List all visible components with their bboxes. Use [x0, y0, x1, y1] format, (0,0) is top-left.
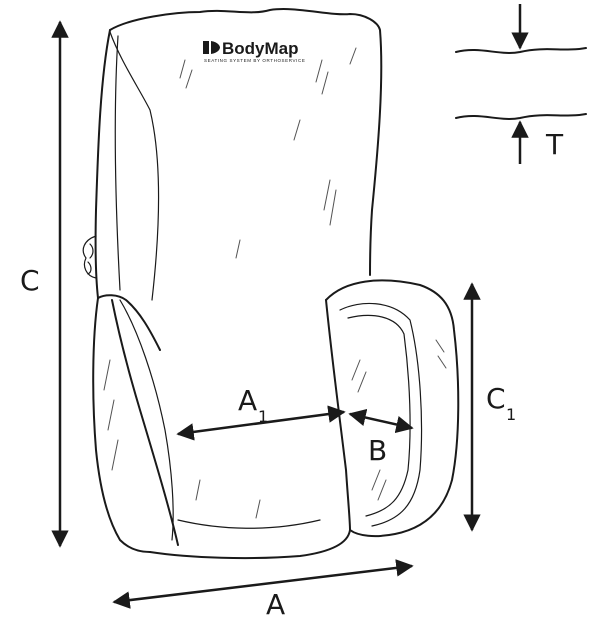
logo-mark-icon	[203, 41, 209, 54]
thickness-bottom-layer	[455, 113, 587, 120]
right-lateral-outer	[325, 279, 460, 538]
side-width-label: B	[368, 434, 387, 467]
backrest-outline	[109, 8, 383, 276]
inner-width-arrow	[176, 405, 346, 441]
width-dimension: A	[112, 559, 414, 621]
left-lateral-top	[97, 294, 161, 351]
side-width-dimension: B	[348, 408, 414, 467]
height-label: C	[20, 264, 40, 297]
inner-width-dimension: A 1	[176, 384, 346, 441]
zipper-pull	[82, 235, 97, 279]
width-label: A	[266, 588, 285, 619]
thickness-label: T	[545, 128, 564, 161]
left-lateral-seam	[119, 299, 174, 541]
width-arrow	[112, 559, 414, 609]
brand-tagline: SEATING SYSTEM BY ORTHOSERVICE	[204, 58, 305, 63]
side-width-arrow	[348, 408, 414, 434]
cushion-illustration	[82, 8, 460, 560]
shading-hatches	[103, 47, 447, 519]
seat-inner-curve	[177, 519, 321, 529]
logo-mark-curve-icon	[211, 41, 220, 54]
side-height-label: C	[486, 382, 506, 415]
backrest-inner-seam	[109, 31, 160, 301]
right-lateral-panel	[339, 302, 423, 527]
inner-width-subscript: 1	[258, 407, 268, 426]
thickness-indicator: T	[455, 4, 587, 164]
left-lateral-outer	[92, 297, 151, 553]
backrest-left-edge	[94, 29, 111, 299]
backrest-left-seam	[114, 35, 121, 291]
side-height-dimension: C 1	[463, 282, 516, 532]
right-lateral-inner	[325, 299, 351, 531]
right-lateral-panel-inner	[347, 314, 411, 517]
seat-front-edge	[149, 529, 351, 560]
side-height-subscript: 1	[506, 405, 516, 424]
thickness-top-layer	[455, 47, 587, 54]
brand-name: BodyMap	[222, 39, 299, 58]
height-dimension: C	[20, 20, 69, 548]
left-lateral-inner	[111, 299, 179, 546]
inner-width-label: A	[238, 384, 257, 417]
brand-logo: BodyMap SEATING SYSTEM BY ORTHOSERVICE	[203, 39, 305, 63]
